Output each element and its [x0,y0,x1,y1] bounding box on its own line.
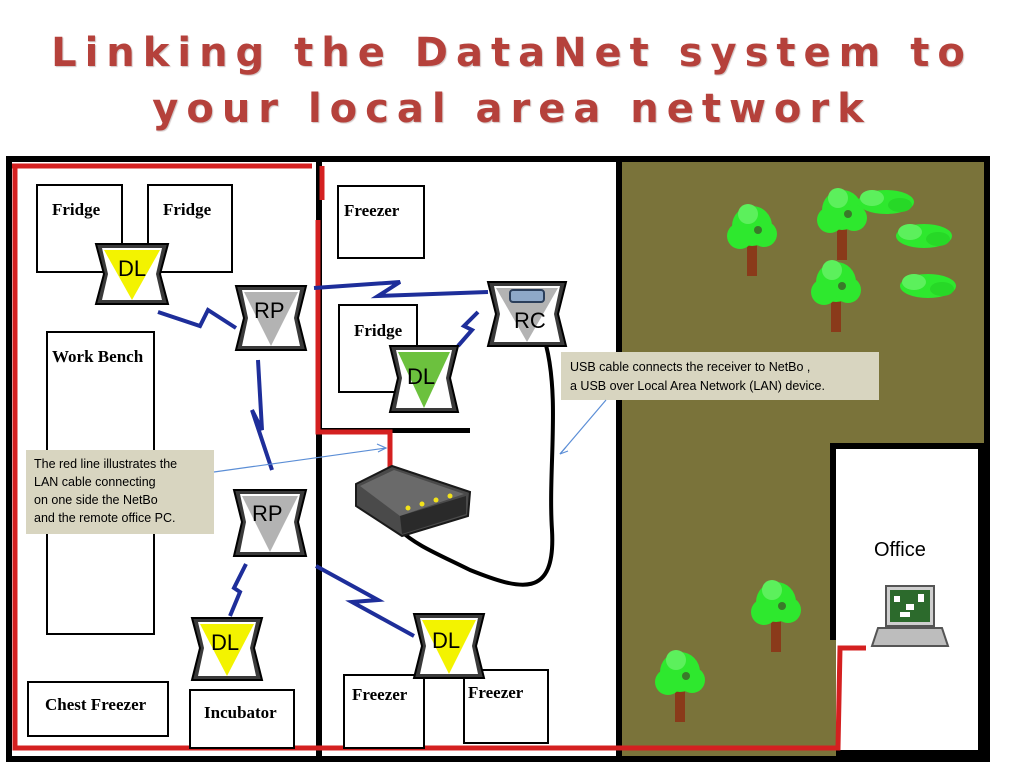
svg-text:DL: DL [211,630,239,655]
svg-text:RP: RP [252,501,283,526]
svg-text:RP: RP [254,298,285,323]
lan-note-pointer [213,447,387,473]
wireless-link-rp2-dl4 [315,564,415,638]
wireless-link-rp1-rc [313,280,489,299]
room-incubator: Incubator [189,689,295,749]
freezer-room-wall [322,428,470,433]
office-laptop-icon [870,585,950,647]
office-door [826,640,836,756]
svg-text:DL: DL [432,628,460,653]
svg-text:DL: DL [407,364,435,389]
svg-text:Incubator: Incubator [204,703,277,722]
svg-text:Chest Freezer: Chest Freezer [45,695,147,714]
usb-note: USB cable connects the receiver to NetBo… [561,352,879,400]
wireless-link-dlgreen-rc [456,310,480,348]
outdoor-wall [616,162,622,756]
svg-text:Work Bench: Work Bench [52,347,144,366]
svg-text:DL: DL [118,256,146,281]
svg-text:RC: RC [514,308,546,333]
title-line-2: your local area network [152,86,872,132]
usb-note-line-1: USB cable connects the receiver to NetBo… [570,360,810,374]
repeater-1: RP [234,285,308,351]
room-freezer-bottom-2: Freezer [463,669,549,744]
usb-note-pointer [559,399,607,455]
wireless-link-dl1-rp1 [157,307,238,330]
lan-note-line-2: LAN cable connecting [34,475,156,489]
data-logger-3: DL [190,617,264,681]
usb-note-line-2: a USB over Local Area Network (LAN) devi… [570,379,825,393]
svg-text:Fridge: Fridge [52,200,101,219]
lan-note-line-3: on one side the NetBo [34,493,158,507]
lan-note: The red line illustrates the LAN cable c… [26,450,214,534]
svg-text:Freezer: Freezer [468,683,524,702]
lan-cable-building [12,166,866,751]
netbo-device [355,464,472,538]
title-line-1: Linking the DataNet system to [51,30,973,76]
lan-cable-line [315,220,393,478]
room-freezer-top: Freezer [337,185,425,259]
data-logger-4: DL [412,613,486,679]
room-freezer-bottom-1: Freezer [343,674,425,749]
receiver: RC [486,281,568,347]
svg-text:Freezer: Freezer [352,685,408,704]
partition-mid [316,440,322,526]
lan-note-line-4: and the remote office PC. [34,511,176,525]
lan-note-line-1: The red line illustrates the [34,457,177,471]
wireless-link-rp1-rp2 [250,359,274,471]
partition-bottom [316,650,322,756]
data-logger-green: DL [388,345,460,413]
usb-cable [398,344,555,587]
repeater-2: RP [232,489,308,557]
office-label: Office [874,539,926,561]
partition-top [316,162,322,214]
wireless-links [157,280,489,638]
room-chest-freezer: Chest Freezer [27,681,169,737]
wireless-link-rp2-dl3 [228,563,248,617]
svg-text:Fridge: Fridge [163,200,212,219]
svg-text:Freezer: Freezer [344,201,400,220]
svg-text:Fridge: Fridge [354,321,403,340]
data-logger-1: DL [94,243,170,305]
